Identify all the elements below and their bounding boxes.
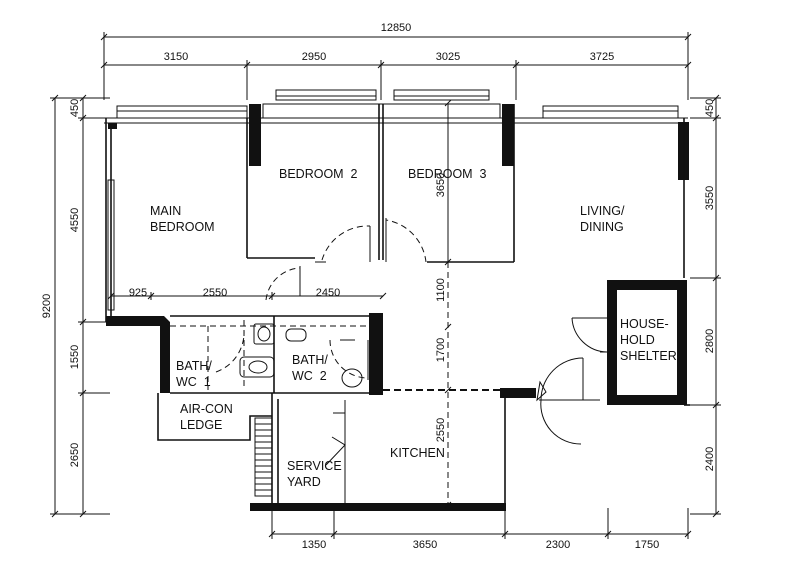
bottom-dim-4: 1750 <box>635 539 659 551</box>
dim-1100-vertical: 1100 <box>435 278 447 302</box>
right-dim-2: 3550 <box>704 186 716 210</box>
room-label-service-yard-line2: YARD <box>287 475 321 489</box>
room-label-aircon-line1: AIR-CON <box>180 402 233 416</box>
walls <box>105 104 690 511</box>
room-label-kitchen: KITCHEN <box>390 446 445 460</box>
dim-2550-corridor: 2550 <box>203 287 227 299</box>
right-dim-4: 2400 <box>704 447 716 471</box>
room-label-living-line2: DINING <box>580 220 624 234</box>
room-label-shelter-line1: HOUSE- <box>620 317 669 331</box>
room-label-main-bedroom-line2: BEDROOM <box>150 220 215 234</box>
overall-dimension: 12850 <box>381 22 412 34</box>
dim-2550-vertical: 2550 <box>435 418 447 442</box>
left-dim-4: 2650 <box>69 443 81 467</box>
room-label-bedroom-3: BEDROOM 3 <box>408 167 487 181</box>
top-dim-2: 2950 <box>302 51 326 63</box>
left-dim-2: 4550 <box>69 208 81 232</box>
top-dim-1: 3150 <box>164 51 188 63</box>
right-dimension-lines <box>690 94 721 518</box>
dim-925: 925 <box>129 287 147 299</box>
right-dim-3: 2800 <box>704 329 716 353</box>
left-dimension-lines <box>50 94 110 518</box>
room-label-shelter-line3: SHELTER <box>620 349 677 363</box>
room-label-bath1-line2: WC 1 <box>176 375 211 389</box>
bath-fixtures <box>239 323 363 388</box>
room-label-bedroom-2: BEDROOM 2 <box>279 167 358 181</box>
bottom-dim-2: 3650 <box>413 539 437 551</box>
top-dim-3: 3025 <box>436 51 460 63</box>
top-dim-4: 3725 <box>590 51 614 63</box>
bottom-dim-3: 2300 <box>546 539 570 551</box>
interior-dimension-lines <box>107 99 452 509</box>
bottom-dimension-lines <box>268 508 692 539</box>
top-dimension-lines <box>100 32 692 100</box>
left-dim-3: 1550 <box>69 345 81 369</box>
dim-1700-vertical: 1700 <box>435 338 447 362</box>
room-label-service-yard-line1: SERVICE <box>287 459 342 473</box>
dim-2450: 2450 <box>316 287 340 299</box>
room-label-shelter-line2: HOLD <box>620 333 655 347</box>
left-total-dimension: 9200 <box>41 294 53 318</box>
bottom-dim-1: 1350 <box>302 539 326 551</box>
room-label-main-bedroom-line1: MAIN <box>150 204 181 218</box>
doors <box>215 218 608 466</box>
room-label-bath2-line1: BATH/ <box>292 353 328 367</box>
right-dim-1: 450 <box>704 99 716 117</box>
window-bays <box>104 89 688 124</box>
room-label-bath1-line1: BATH/ <box>176 359 212 373</box>
room-label-bath2-line2: WC 2 <box>292 369 327 383</box>
dim-3650-vertical: 3650 <box>435 173 447 197</box>
left-dim-1: 450 <box>69 99 81 117</box>
room-label-living-line1: LIVING/ <box>580 204 625 218</box>
room-label-aircon-line2: LEDGE <box>180 418 222 432</box>
